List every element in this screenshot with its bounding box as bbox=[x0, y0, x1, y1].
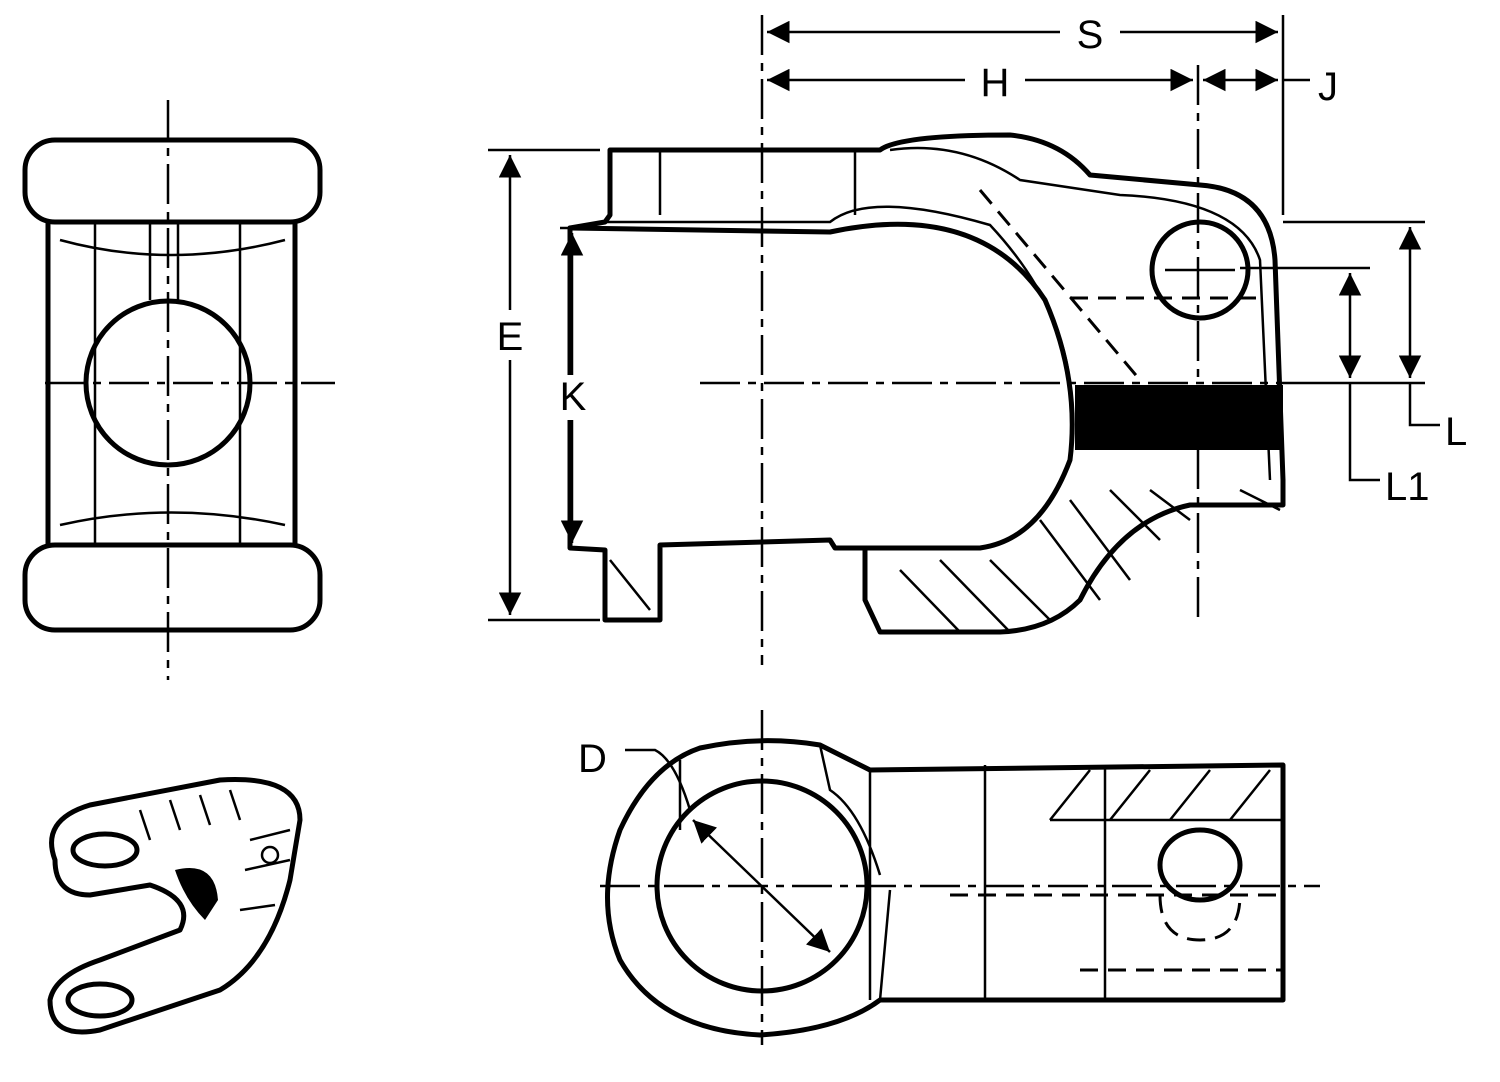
dim-label-k: K bbox=[560, 375, 587, 419]
end-view bbox=[22, 100, 335, 680]
dim-label-l1: L1 bbox=[1385, 465, 1430, 509]
side-view bbox=[567, 15, 1290, 665]
dimensions: S H J E K L L1 bbox=[488, 12, 1467, 622]
dim-label-h: H bbox=[981, 61, 1010, 105]
dim-label-d: D bbox=[578, 737, 607, 781]
dim-label-e: E bbox=[497, 315, 524, 359]
dim-label-j: J bbox=[1318, 65, 1338, 109]
dim-label-s: S bbox=[1077, 13, 1104, 57]
yoke-3d-thumbnail bbox=[47, 777, 303, 1035]
dim-label-l: L bbox=[1445, 410, 1467, 454]
top-view: D bbox=[578, 710, 1320, 1045]
